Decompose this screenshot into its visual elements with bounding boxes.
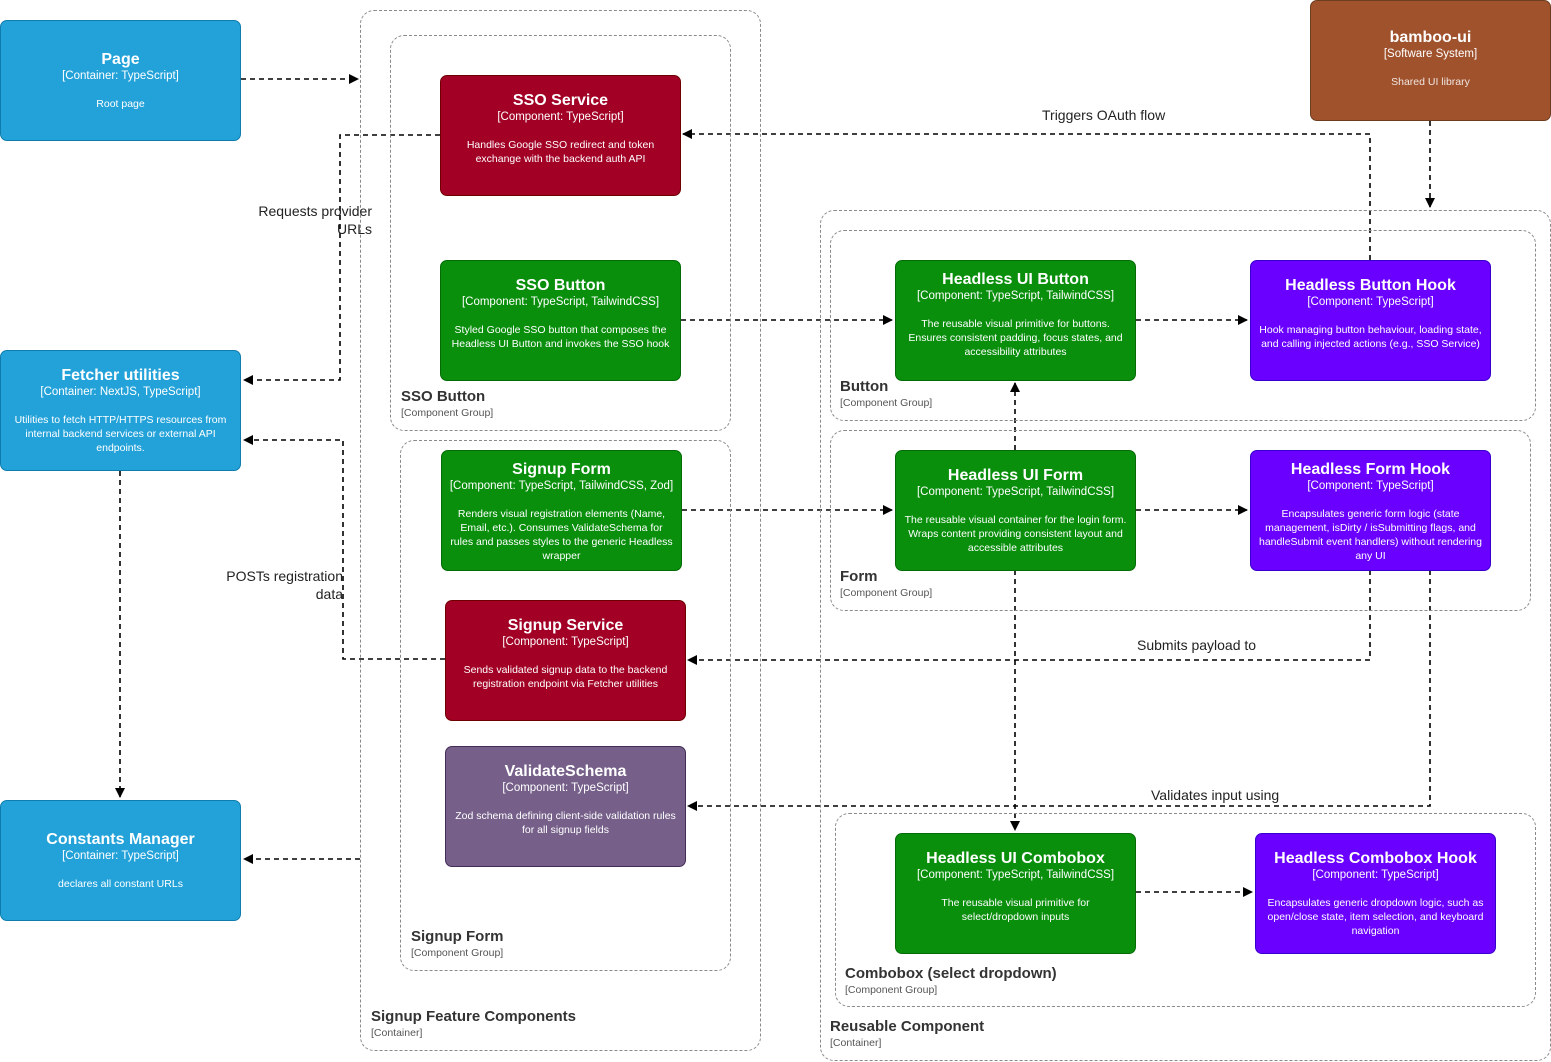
- constants-desc: declares all constant URLs: [58, 878, 183, 890]
- constants-manager-container: Constants Manager [Container: TypeScript…: [0, 800, 241, 921]
- button-group-sub: [Component Group]: [840, 397, 933, 409]
- sso-button-kind: [Component: TypeScript, TailwindCSS]: [461, 296, 660, 308]
- page-container: Page [Container: TypeScript] Root page: [0, 20, 241, 141]
- form-group: [830, 430, 1531, 611]
- hui-combobox-kind: [Component: TypeScript, TailwindCSS]: [916, 869, 1115, 881]
- sso-button-title: SSO Button: [515, 277, 606, 294]
- bamboo-ui-system: bamboo-ui [Software System] Shared UI li…: [1310, 0, 1551, 121]
- bamboo-title: bamboo-ui: [1389, 29, 1472, 46]
- fetcher-utilities-container: Fetcher utilities [Container: NextJS, Ty…: [0, 350, 241, 471]
- hui-form-title: Headless UI Form: [947, 467, 1084, 484]
- signup-form-group: [400, 440, 731, 971]
- page-title: Page: [101, 51, 140, 68]
- edge-label-triggers-oauth: Triggers OAuth flow: [1042, 107, 1166, 124]
- validate-schema-kind: [Component: TypeScript]: [502, 782, 629, 794]
- fetcher-desc: Utilities to fetch HTTP/HTTPS resources …: [14, 414, 227, 454]
- hui-form-kind: [Component: TypeScript, TailwindCSS]: [916, 486, 1115, 498]
- sso-button-group-sub: [Component Group]: [401, 407, 494, 419]
- fetcher-kind: [Container: NextJS, TypeScript]: [40, 386, 201, 398]
- headless-combobox-hook-component: Headless Combobox Hook [Component: TypeS…: [1255, 833, 1496, 954]
- signup-service-desc: Sends validated signup data to the backe…: [463, 664, 668, 690]
- bamboo-desc: Shared UI library: [1391, 76, 1470, 88]
- combobox-group-title: Combobox (select dropdown): [845, 965, 1057, 982]
- edge-label-validates-input: Validates input using: [1151, 787, 1280, 804]
- sso-service-kind: [Component: TypeScript]: [497, 111, 624, 123]
- button-hook-title: Headless Button Hook: [1285, 277, 1456, 294]
- fetcher-title: Fetcher utilities: [61, 367, 180, 384]
- reusable-sub: [Container]: [830, 1037, 882, 1049]
- button-hook-kind: [Component: TypeScript]: [1307, 296, 1434, 308]
- bamboo-kind: [Software System]: [1383, 48, 1478, 60]
- headless-form-hook-component: Headless Form Hook [Component: TypeScrip…: [1250, 450, 1491, 571]
- combobox-hook-title: Headless Combobox Hook: [1274, 850, 1477, 867]
- hui-combobox-desc: The reusable visual primitive for select…: [941, 897, 1090, 923]
- headless-ui-button-component: Headless UI Button [Component: TypeScrip…: [895, 260, 1136, 381]
- form-group-sub: [Component Group]: [840, 587, 933, 599]
- form-group-title: Form: [840, 568, 878, 585]
- form-hook-desc: Encapsulates generic form logic (state m…: [1259, 508, 1482, 562]
- sso-button-group: [390, 35, 731, 431]
- hui-form-desc: The reusable visual container for the lo…: [904, 514, 1127, 554]
- sso-button-group-title: SSO Button: [401, 388, 486, 405]
- form-hook-kind: [Component: TypeScript]: [1307, 480, 1434, 492]
- headless-button-hook-component: Headless Button Hook [Component: TypeScr…: [1250, 260, 1491, 381]
- headless-ui-form-component: Headless UI Form [Component: TypeScript,…: [895, 450, 1136, 571]
- headless-ui-combobox-component: Headless UI Combobox [Component: TypeScr…: [895, 833, 1136, 954]
- combobox-hook-kind: [Component: TypeScript]: [1312, 869, 1439, 881]
- validate-schema-component: ValidateSchema [Component: TypeScript] Z…: [445, 746, 686, 867]
- combobox-hook-desc: Encapsulates generic dropdown logic, suc…: [1267, 897, 1484, 937]
- signup-form-component: Signup Form [Component: TypeScript, Tail…: [441, 450, 682, 571]
- signup-feature-title: Signup Feature Components: [371, 1008, 577, 1025]
- constants-kind: [Container: TypeScript]: [62, 850, 179, 862]
- edge-label-submits-payload: Submits payload to: [1137, 637, 1257, 654]
- signup-form-title: Signup Form: [512, 461, 611, 478]
- hui-button-kind: [Component: TypeScript, TailwindCSS]: [916, 290, 1115, 302]
- hui-combobox-title: Headless UI Combobox: [926, 850, 1105, 867]
- combobox-group: [835, 813, 1536, 1007]
- signup-form-desc: Renders visual registration elements (Na…: [450, 508, 673, 562]
- sso-service-title: SSO Service: [512, 92, 609, 109]
- hui-button-desc: The reusable visual primitive for button…: [908, 318, 1123, 358]
- signup-service-kind: [Component: TypeScript]: [502, 636, 629, 648]
- validate-schema-title: ValidateSchema: [504, 763, 627, 780]
- sso-button-component: SSO Button [Component: TypeScript, Tailw…: [440, 260, 681, 381]
- sso-service-desc: Handles Google SSO redirect and token ex…: [466, 139, 655, 165]
- sso-button-desc: Styled Google SSO button that composes t…: [451, 324, 670, 350]
- signup-service-component: Signup Service [Component: TypeScript] S…: [445, 600, 686, 721]
- signup-feature-container: [360, 10, 761, 1051]
- signup-form-group-title: Signup Form: [411, 928, 504, 945]
- page-kind: [Container: TypeScript]: [62, 70, 179, 82]
- hui-button-title: Headless UI Button: [942, 271, 1089, 288]
- reusable-title: Reusable Component: [830, 1018, 985, 1035]
- button-group: [830, 230, 1536, 421]
- signup-service-title: Signup Service: [507, 617, 624, 634]
- button-group-title: Button: [840, 378, 889, 395]
- form-hook-title: Headless Form Hook: [1290, 461, 1451, 478]
- signup-feature-sub: [Container]: [371, 1027, 423, 1039]
- constants-title: Constants Manager: [46, 831, 195, 848]
- combobox-group-sub: [Component Group]: [845, 984, 938, 996]
- edge-label-requests-provider: Requests provider URLs: [258, 203, 372, 237]
- page-desc: Root page: [96, 98, 145, 110]
- signup-form-kind: [Component: TypeScript, TailwindCSS, Zod…: [449, 480, 674, 492]
- sso-service-component: SSO Service [Component: TypeScript] Hand…: [440, 75, 681, 196]
- button-hook-desc: Hook managing button behaviour, loading …: [1259, 324, 1482, 350]
- signup-form-group-sub: [Component Group]: [411, 947, 504, 959]
- validate-schema-desc: Zod schema defining client-side validati…: [455, 810, 676, 836]
- edge-label-posts-registration: POSTs registration data: [226, 568, 343, 602]
